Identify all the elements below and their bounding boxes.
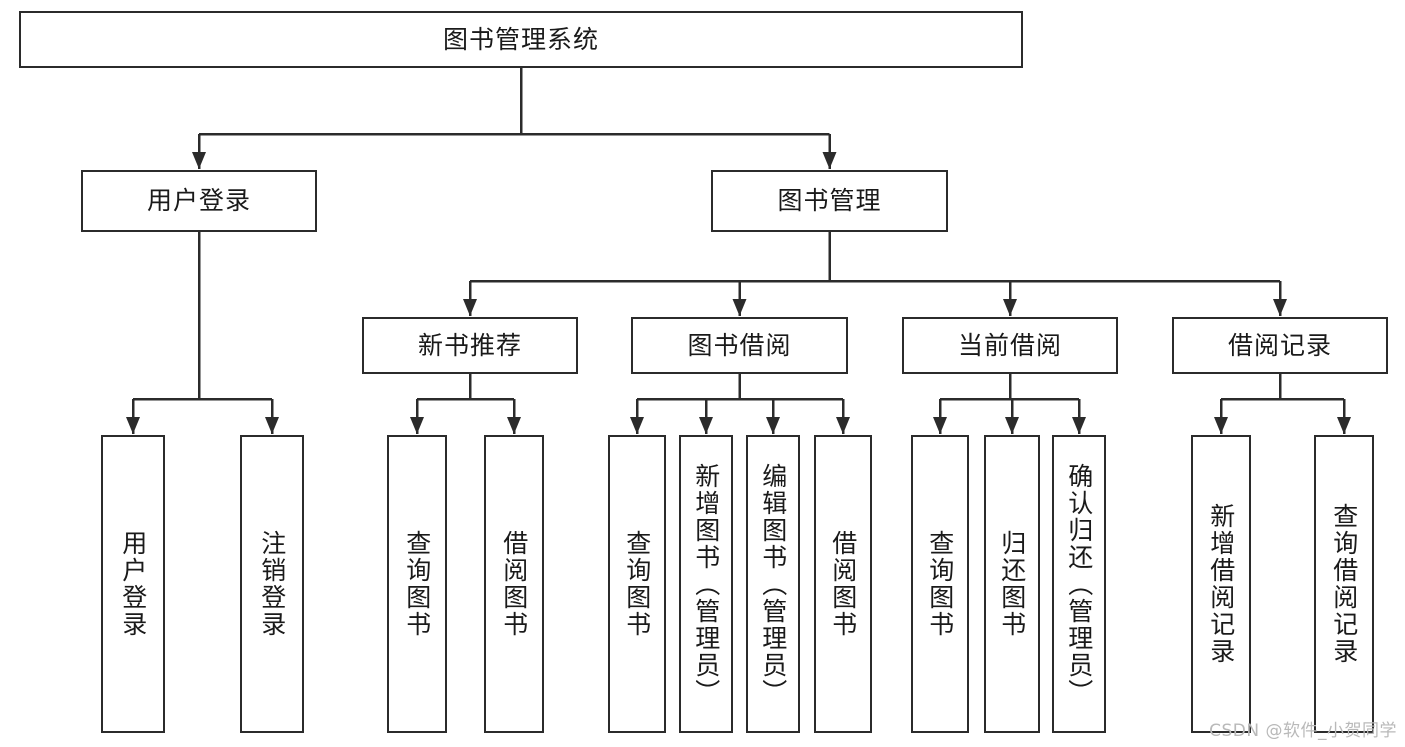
node-label: 新增图书（管理员） — [691, 462, 721, 706]
node-leaf-query-book-2[interactable]: 查询图书 — [608, 435, 666, 733]
node-root[interactable]: 图书管理系统 — [19, 11, 1023, 68]
node-label: 借阅图书 — [828, 530, 858, 638]
node-leaf-borrow-book-1[interactable]: 借阅图书 — [484, 435, 544, 733]
node-label: 归还图书 — [997, 530, 1027, 638]
node-label: 新增借阅记录 — [1206, 503, 1236, 665]
node-label: 用户登录 — [146, 186, 251, 216]
node-borrow-record[interactable]: 借阅记录 — [1172, 317, 1388, 374]
node-label: 图书借阅 — [687, 330, 792, 360]
node-leaf-add-record[interactable]: 新增借阅记录 — [1191, 435, 1251, 733]
node-leaf-user-login[interactable]: 用户登录 — [101, 435, 165, 733]
node-label: 当前借阅 — [957, 330, 1062, 360]
watermark: CSDN @软件_小贺同学 — [1209, 721, 1397, 741]
node-label: 查询图书 — [402, 530, 432, 638]
node-label: 确认归还（管理员） — [1064, 462, 1094, 706]
node-leaf-query-record[interactable]: 查询借阅记录 — [1314, 435, 1374, 733]
node-label: 图书管理 — [777, 186, 882, 216]
node-current-borrow[interactable]: 当前借阅 — [902, 317, 1118, 374]
node-leaf-return-book[interactable]: 归还图书 — [984, 435, 1040, 733]
node-label: 新书推荐 — [417, 330, 522, 360]
node-leaf-query-book-1[interactable]: 查询图书 — [387, 435, 447, 733]
node-label: 查询借阅记录 — [1329, 503, 1359, 665]
node-new-book-rec[interactable]: 新书推荐 — [362, 317, 578, 374]
node-label: 注销登录 — [257, 530, 287, 638]
node-label: 用户登录 — [118, 530, 148, 638]
node-label: 查询图书 — [622, 530, 652, 638]
node-label: 编辑图书（管理员） — [758, 462, 788, 706]
node-label: 图书管理系统 — [442, 24, 599, 54]
node-leaf-query-book-3[interactable]: 查询图书 — [911, 435, 969, 733]
node-book-manage[interactable]: 图书管理 — [711, 170, 948, 232]
node-leaf-confirm-return[interactable]: 确认归还（管理员） — [1052, 435, 1106, 733]
node-leaf-borrow-book-2[interactable]: 借阅图书 — [814, 435, 872, 733]
node-label: 借阅图书 — [499, 530, 529, 638]
node-leaf-edit-book[interactable]: 编辑图书（管理员） — [746, 435, 800, 733]
node-user-login[interactable]: 用户登录 — [81, 170, 317, 232]
node-label: 借阅记录 — [1227, 330, 1332, 360]
node-leaf-add-book[interactable]: 新增图书（管理员） — [679, 435, 733, 733]
node-label: 查询图书 — [925, 530, 955, 638]
node-leaf-user-logout[interactable]: 注销登录 — [240, 435, 304, 733]
node-book-borrow[interactable]: 图书借阅 — [631, 317, 848, 374]
